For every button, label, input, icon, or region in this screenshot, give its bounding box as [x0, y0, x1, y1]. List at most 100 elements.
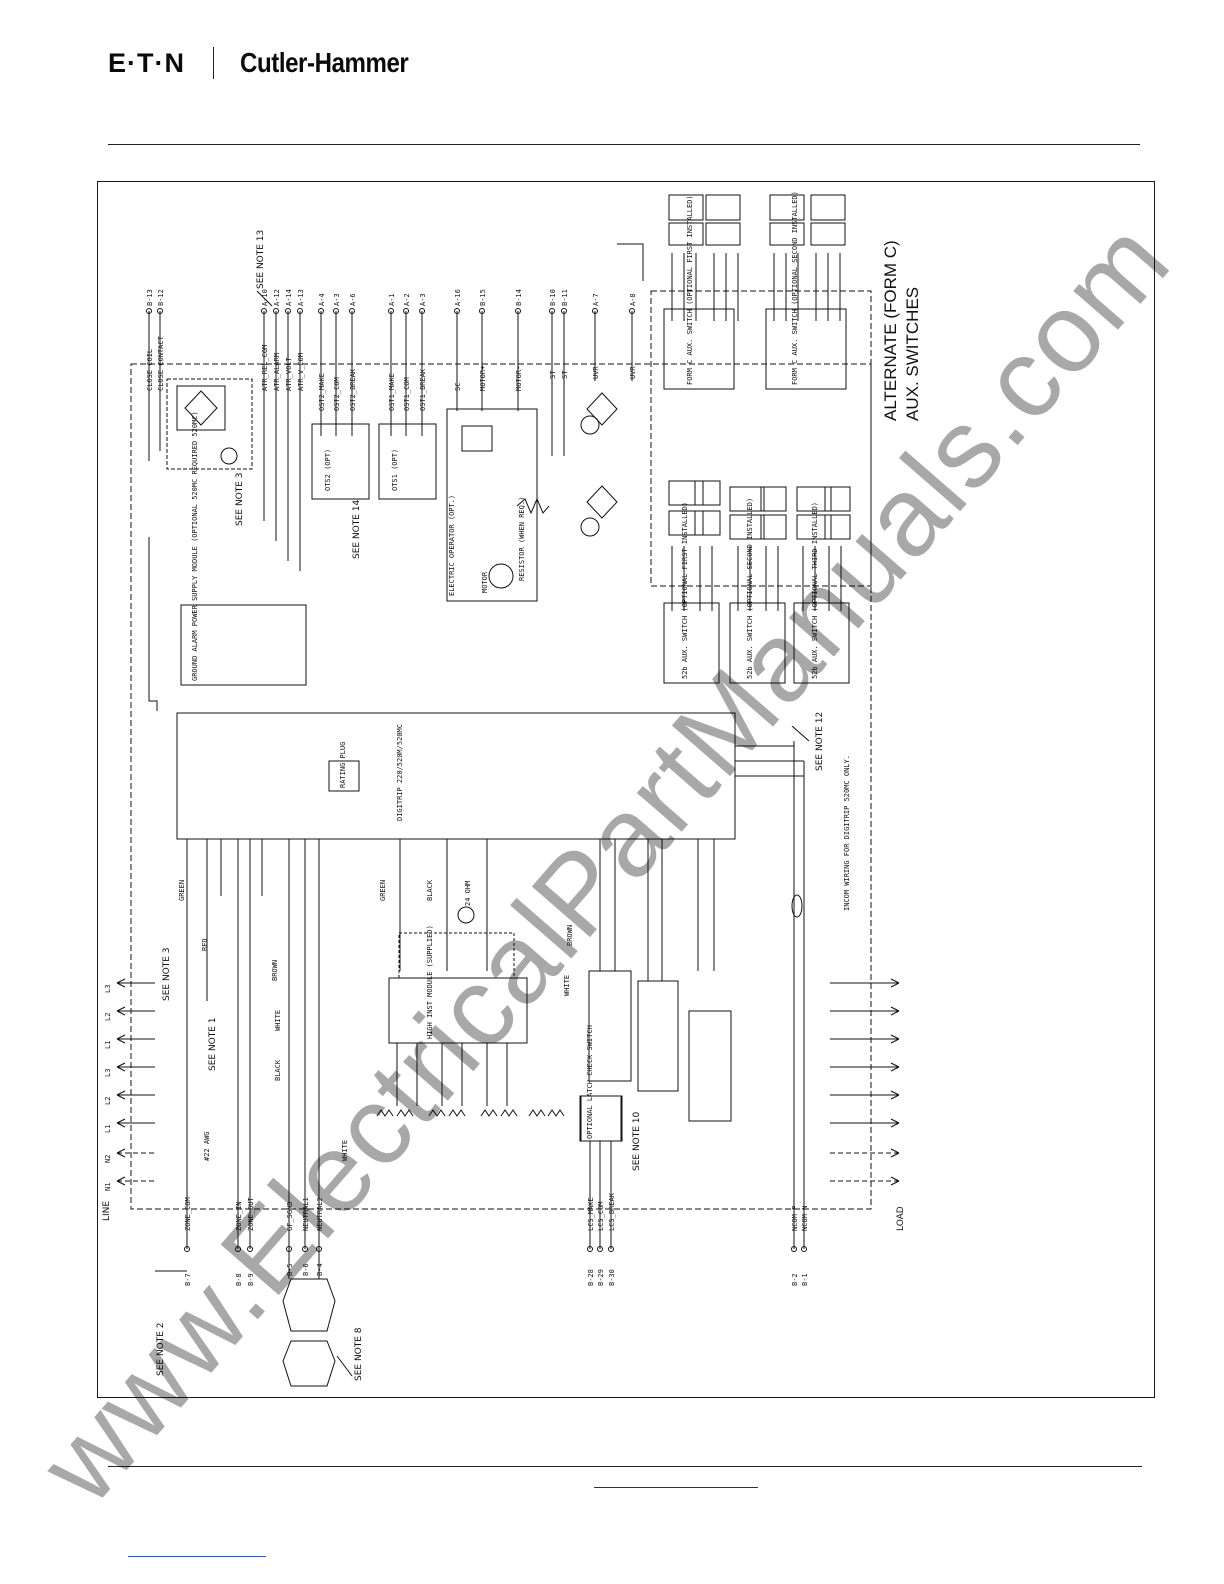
top-signal-7: OST2_COM	[333, 377, 341, 411]
latch-check-box	[579, 1095, 623, 1142]
top-signal-0: CLOSE COIL	[146, 349, 154, 391]
trip-unit-wires	[186, 741, 805, 1249]
note-13: SEE NOTE 13	[256, 230, 266, 289]
phase-label-0: L3	[104, 985, 112, 993]
header-rule	[108, 144, 1140, 145]
top-terminal-6: A-4	[318, 293, 326, 306]
diagram-frame	[97, 181, 1155, 1398]
hi-module-box	[388, 977, 528, 1044]
bottom-signal-2: ZONE_OUT	[247, 1196, 255, 1231]
top-terminal-4: A-14	[285, 289, 293, 306]
ta-coil	[457, 906, 475, 924]
top-terminal-0: B-13	[146, 289, 154, 306]
top-signal-13: MOTOR+	[479, 366, 487, 391]
bottom-terminal-2: B-9	[247, 1273, 255, 1286]
resistor-symbol	[516, 497, 550, 515]
top-terminal-3: A-12	[273, 289, 281, 306]
phase-label-7: N1	[104, 1183, 112, 1191]
line-arrows	[116, 978, 155, 1186]
top-signal-17: UVR	[592, 366, 600, 379]
phase-label-5: L1	[104, 1125, 112, 1133]
ohm-label: 24 OHM	[464, 881, 472, 906]
formc-second-label: FORM C AUX. SWITCH (OPTIONAL SECOND INST…	[791, 191, 799, 385]
latch-check-label: OPTIONAL LATCH CHECK SWITCH	[586, 1025, 594, 1139]
ots1-label: OTS1 (OPT)	[391, 449, 399, 491]
phase-label-2: L1	[104, 1041, 112, 1049]
bottom-terminal-10: B-1	[801, 1273, 809, 1286]
ots2-box	[311, 423, 370, 500]
phase-label-4: L2	[104, 1097, 112, 1105]
aux-third-label: 52b AUX. SWITCH (OPTIONAL THIRD INSTALLE…	[811, 502, 819, 679]
top-signal-11: OST1_BREAK	[419, 368, 427, 411]
bottom-signal-7: LCS_COM	[597, 1201, 605, 1231]
load-arrows	[830, 978, 900, 1186]
brand-logo: E·T·N Cutler-Hammer	[108, 46, 436, 80]
top-signal-4: ATR_VOLT	[285, 356, 293, 391]
bottom-signal-9: NCOM P	[791, 1206, 799, 1231]
sensor-coils	[376, 1043, 565, 1117]
footer-link-underline[interactable]	[128, 1556, 266, 1557]
brand-eaton: E·T·N	[108, 47, 185, 78]
note-12: SEE NOTE 12	[815, 712, 825, 771]
bottom-terminal-1: B-8	[235, 1273, 243, 1286]
top-terminal-12: A-16	[454, 289, 462, 306]
top-terminal-9: A-1	[388, 293, 396, 306]
electric-operator-box	[446, 408, 538, 602]
bottom-signal-0: ZONE_COM	[184, 1197, 192, 1231]
wire-color-1: RED	[201, 938, 209, 951]
wire-color-8: BROWN	[566, 925, 574, 946]
wire-color-3: WHITE	[274, 1010, 282, 1031]
awg-label: #22 AWG	[203, 1131, 211, 1161]
st-coil	[580, 517, 600, 537]
aux-first-box	[663, 602, 720, 684]
bottom-terminal-5: B-4	[316, 1263, 324, 1276]
wire-color-6: BLACK	[426, 879, 434, 901]
top-signal-6: OST2_MAKE	[318, 373, 326, 411]
aux-wires	[671, 253, 842, 611]
formc-first-label: FORM C AUX. SWITCH (OPTIONAL FIRST INSTA…	[686, 195, 694, 385]
phase-label-3: L3	[104, 1069, 112, 1077]
wire-color-9: WHITE	[341, 1140, 349, 1161]
top-terminals	[146, 308, 635, 314]
bottom-terminal-4: B-6	[302, 1263, 310, 1276]
bottom-signal-6: LCS_MAKE	[587, 1197, 595, 1231]
note-1: SEE NOTE 1	[208, 1017, 218, 1071]
top-signal-2: ATR_REL_COM	[261, 345, 269, 391]
ps-wire	[148, 537, 158, 711]
top-terminal-14: B-14	[515, 289, 523, 306]
top-terminal-10: A-2	[403, 293, 411, 306]
note-3b: SEE NOTE 3	[162, 947, 172, 1001]
alternate-title: ALTERNATE (FORM C)	[881, 240, 900, 421]
top-terminal-16: B-11	[561, 289, 569, 306]
brand-cutler-hammer: Cutler-Hammer	[239, 47, 409, 78]
rating-plug-label: RATING PLUG	[339, 742, 347, 788]
top-signal-16: ST	[561, 370, 569, 379]
electric-operator-label: ELECTRIC OPERATOR (OPT.)	[448, 495, 456, 596]
top-terminal-wires	[148, 311, 633, 571]
aux-third-box	[793, 602, 850, 684]
note8-leader	[336, 1355, 353, 1377]
bridge-diamond	[184, 390, 218, 426]
top-signal-9: OST1_MAKE	[388, 373, 396, 411]
uvr-coil	[580, 415, 600, 435]
top-terminal-2: A-10	[261, 289, 269, 306]
note13-leader	[256, 290, 273, 307]
top-terminal-11: A-3	[419, 293, 427, 306]
bottom-terminal-8: B-30	[608, 1269, 616, 1286]
load-label: LOAD	[896, 1206, 906, 1231]
wire-color-2: BROWN	[271, 960, 279, 981]
formc-first-box	[663, 308, 735, 390]
note-incom: INCOM WIRING FOR DIGITRIP 520MC ONLY.	[843, 755, 851, 911]
neutral-sensor-1	[282, 1278, 336, 1332]
top-signal-8: OST2_BREAK	[349, 368, 357, 411]
brand-separator	[212, 47, 214, 79]
bottom-signal-5: NEUTRAL2	[316, 1197, 324, 1231]
top-signal-15: ST	[549, 370, 557, 379]
bottom-signal-8: LCS_BREAK	[608, 1192, 616, 1231]
rating-plug-box	[328, 760, 360, 792]
aux-terminal-blocks	[668, 480, 851, 540]
top-terminal-1: B-12	[157, 289, 165, 306]
ots2-label: OTS2 (OPT)	[324, 449, 332, 491]
top-signal-12: SC	[454, 383, 462, 391]
top-terminal-13: B-15	[479, 289, 487, 306]
